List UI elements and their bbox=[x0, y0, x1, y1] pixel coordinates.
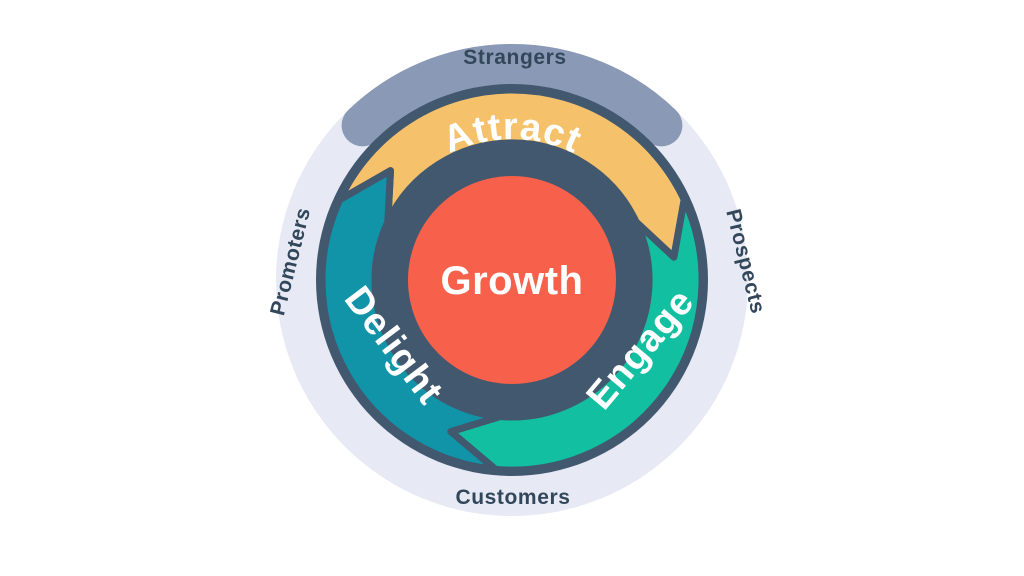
segment-delight bbox=[318, 167, 504, 473]
center-circle bbox=[408, 176, 616, 384]
customers-label: Customers bbox=[455, 486, 570, 509]
growth-label: Growth bbox=[441, 259, 584, 303]
top-arc bbox=[341, 44, 683, 147]
strangers-label: Strangers bbox=[463, 46, 566, 69]
segments-group bbox=[318, 86, 706, 474]
